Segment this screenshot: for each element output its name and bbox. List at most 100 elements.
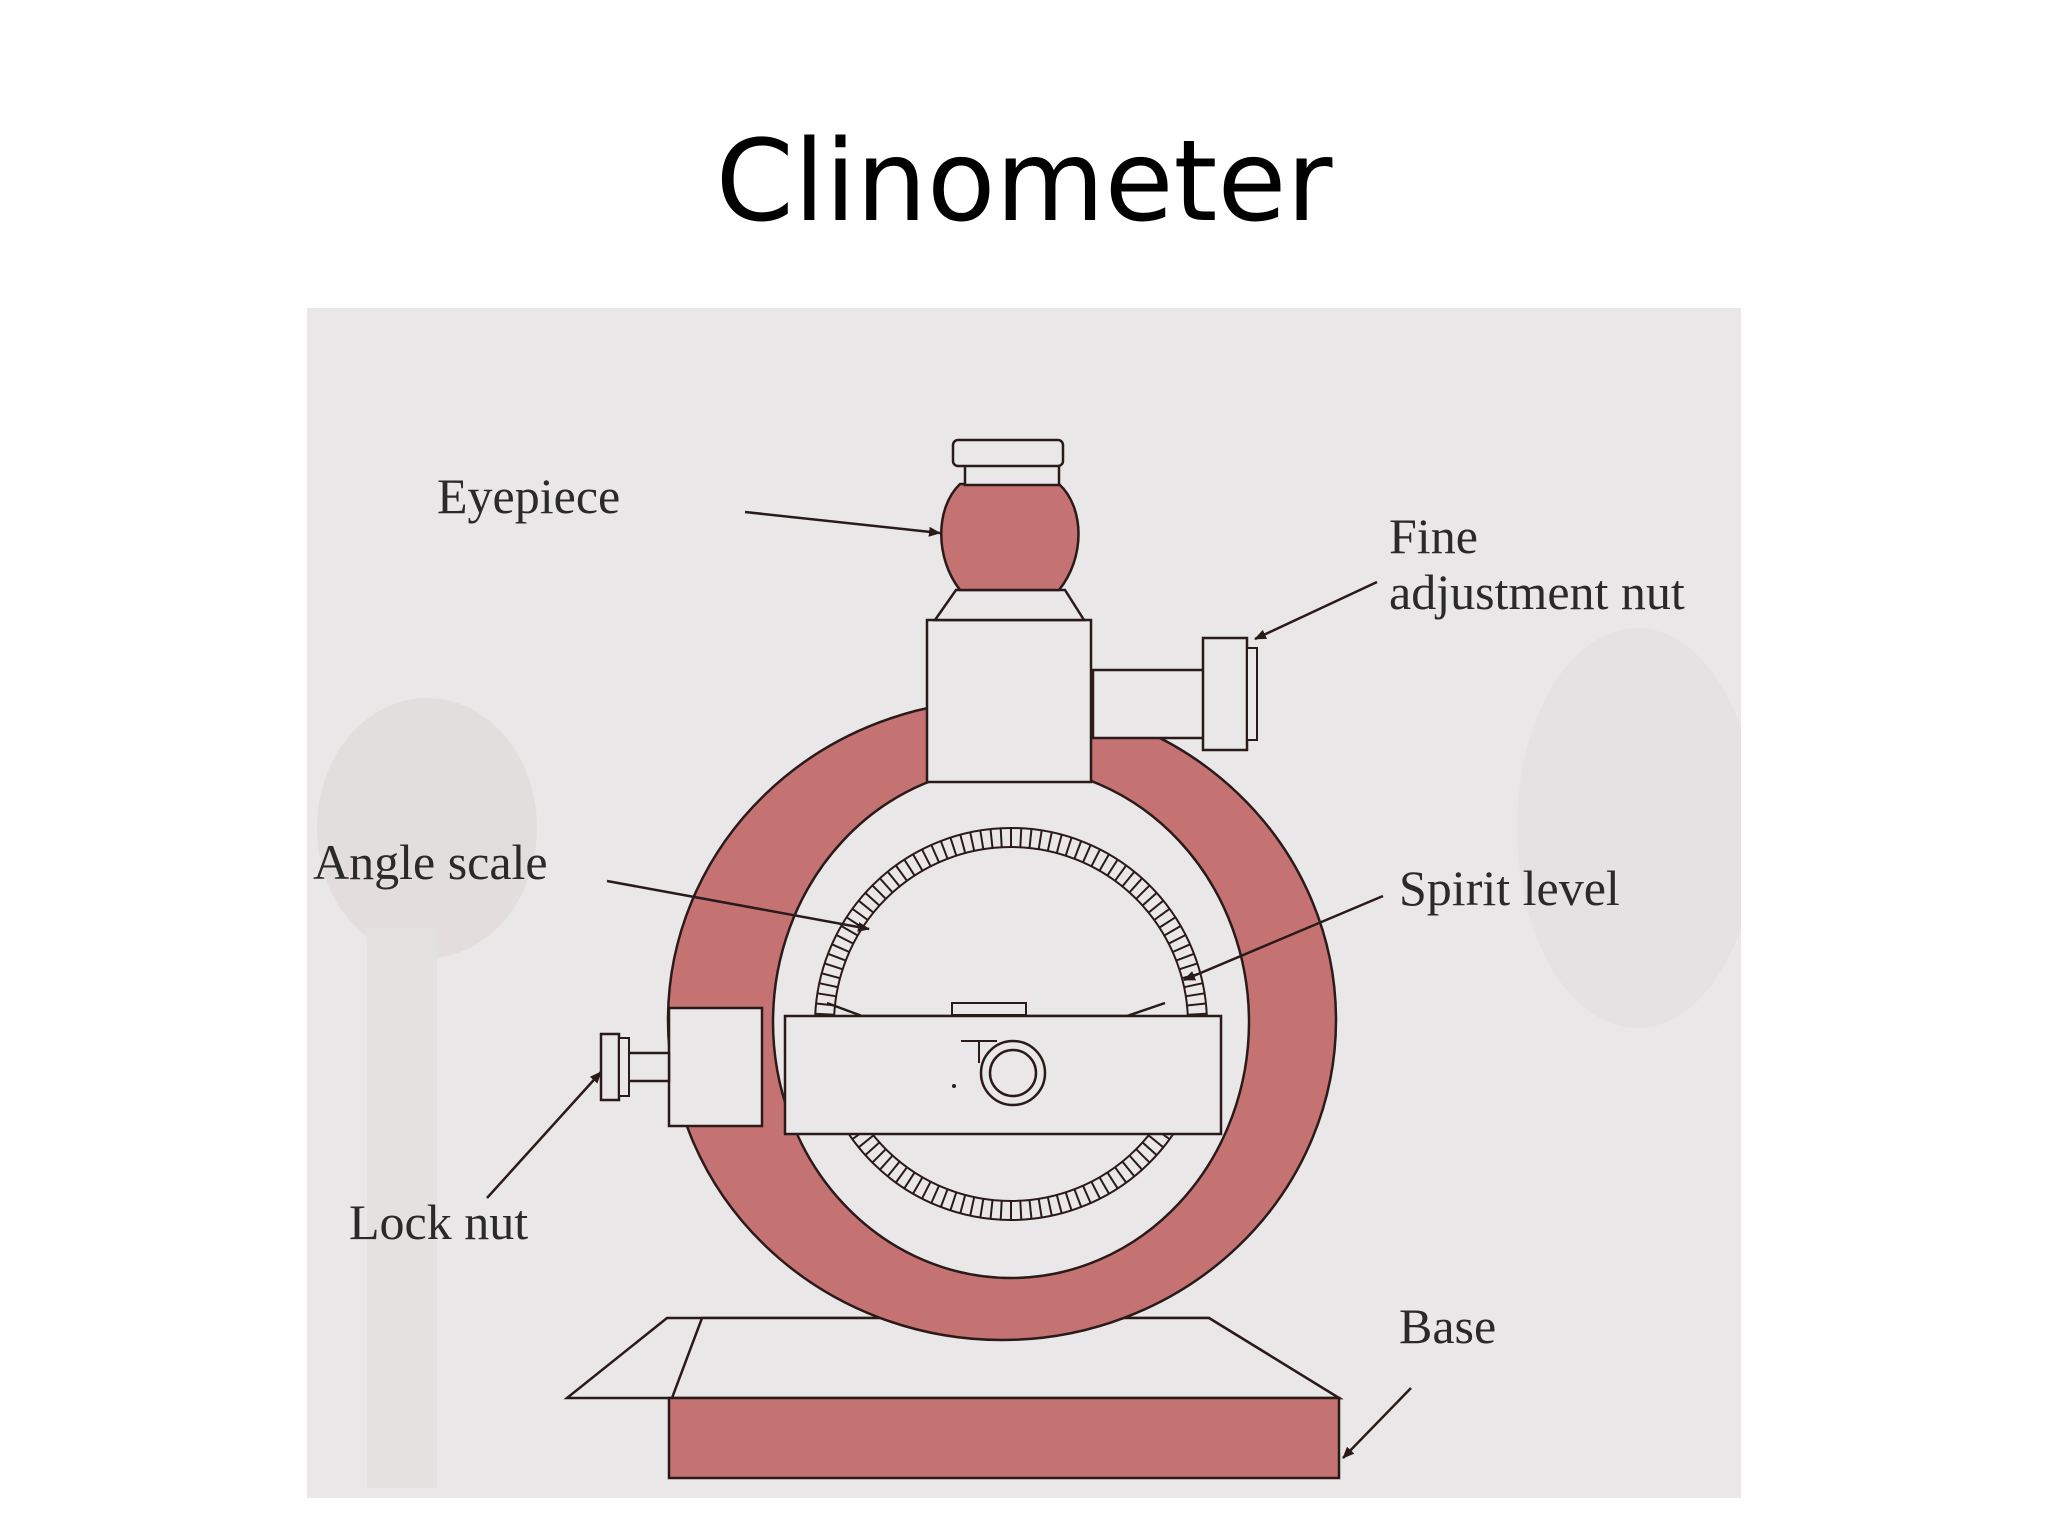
scale-tick	[871, 1148, 887, 1164]
base-body	[563, 1316, 1344, 1480]
spirit-level-label: Spirit level	[1399, 860, 1620, 916]
fine-adjustment-arm	[1091, 636, 1258, 752]
scale-tick	[831, 943, 850, 953]
scale-tick	[886, 1160, 901, 1177]
scale-tick	[1147, 1134, 1164, 1149]
eyepiece-label: Eyepiece	[437, 468, 621, 524]
scale-tick	[840, 925, 859, 937]
scale-tick	[921, 848, 932, 867]
lock-housing	[599, 1006, 764, 1128]
angle-scale-arrow	[606, 879, 870, 932]
scale-tick	[979, 1198, 985, 1218]
leader-arrows	[486, 510, 1412, 1459]
scale-tick	[939, 840, 949, 860]
scale-tick	[871, 884, 887, 900]
fine-adjustment-arrow	[1254, 580, 1378, 641]
scale-tick	[1106, 1171, 1119, 1189]
scale-tick	[827, 952, 847, 962]
scale-tick	[1141, 892, 1158, 907]
background-shading	[317, 628, 1741, 1488]
spirit-level-arrow	[1183, 894, 1384, 982]
scale-tick	[930, 844, 940, 863]
scale-tick	[1121, 871, 1136, 888]
scale-tick	[1178, 962, 1198, 971]
scale-tick	[1121, 1160, 1136, 1177]
scale-tick	[1037, 830, 1043, 850]
scale-tick	[1172, 943, 1191, 953]
lock-nut-arrow	[486, 1071, 602, 1199]
angle-scale-label: Angle scale	[313, 834, 548, 890]
scale-tick	[959, 1194, 967, 1214]
base-arrow	[1342, 1387, 1412, 1459]
scale-tick	[1141, 1141, 1158, 1156]
scale-tick	[1019, 828, 1023, 848]
scale-tick	[1168, 934, 1187, 945]
lock-nut-label: Lock nut	[349, 1194, 529, 1250]
scale-tick	[1090, 848, 1101, 867]
scale-tick	[989, 828, 994, 849]
scale-tick	[999, 828, 1003, 848]
scale-tick	[1135, 1148, 1151, 1164]
fine-adjustment-nut-label: Fine adjustment nut	[1389, 508, 1685, 620]
scale-tick	[969, 1196, 976, 1216]
scale-tick	[1028, 828, 1033, 849]
scale-tick	[858, 899, 875, 914]
scale-tick	[969, 832, 976, 852]
scale-tick	[912, 853, 924, 872]
fine-adjustment-nut-text: Fine adjustment nut	[1389, 508, 1685, 620]
scale-tick	[1098, 1176, 1110, 1195]
spirit-level-block	[783, 1001, 1223, 1136]
scale-tick	[979, 830, 985, 850]
eyepiece-column	[925, 438, 1093, 784]
scale-tick	[815, 1012, 835, 1016]
slide-title: Clinometer	[715, 117, 1333, 247]
scale-tick	[989, 1199, 994, 1220]
scale-tick	[1128, 877, 1143, 894]
scale-tick	[1114, 1166, 1128, 1184]
scale-tick	[930, 1185, 940, 1204]
scale-tick	[1163, 925, 1182, 937]
scale-tick	[1183, 982, 1203, 989]
scale-tick	[1114, 864, 1128, 882]
scale-tick	[1175, 952, 1195, 962]
scale-tick	[999, 1200, 1003, 1220]
scale-tick	[894, 864, 908, 882]
scale-tick	[949, 1191, 958, 1211]
scale-tick	[1037, 1198, 1043, 1218]
scale-tick	[1073, 1188, 1083, 1208]
scale-tick	[1019, 1200, 1023, 1220]
scale-tick	[824, 962, 844, 971]
scale-tick	[921, 1181, 932, 1200]
scale-tick	[1055, 834, 1063, 854]
scale-tick	[1064, 837, 1073, 857]
scale-tick	[1106, 859, 1119, 877]
scale-tick	[858, 1134, 875, 1149]
scale-tick	[1186, 1002, 1207, 1007]
scale-tick	[903, 1171, 916, 1189]
scale-tick	[1082, 844, 1092, 863]
scale-tick	[1090, 1181, 1101, 1200]
scale-tick	[879, 877, 894, 894]
clinometer-figure: Eyepiece Fine adjustment nut Angle scale…	[307, 308, 1741, 1498]
scale-tick	[864, 1141, 881, 1156]
scale-tick	[1128, 1154, 1143, 1171]
scale-tick	[949, 837, 958, 857]
scale-tick	[939, 1188, 949, 1208]
eyepiece-arrow	[744, 510, 941, 537]
scale-tick	[1028, 1199, 1033, 1220]
scale-tick	[903, 859, 916, 877]
scale-tick	[1187, 1012, 1207, 1016]
scale-tick	[1046, 832, 1053, 852]
scale-tick	[1082, 1185, 1092, 1204]
scale-tick	[1147, 899, 1164, 914]
scale-tick	[821, 972, 841, 980]
scale-tick	[864, 892, 881, 907]
scale-tick	[894, 1166, 908, 1184]
scale-tick	[851, 907, 869, 921]
scale-tick	[1098, 853, 1110, 872]
scale-tick	[1135, 884, 1151, 900]
scale-tick	[886, 871, 901, 888]
scale-tick	[912, 1176, 924, 1195]
scale-tick	[1073, 840, 1083, 860]
scale-tick	[819, 982, 839, 989]
